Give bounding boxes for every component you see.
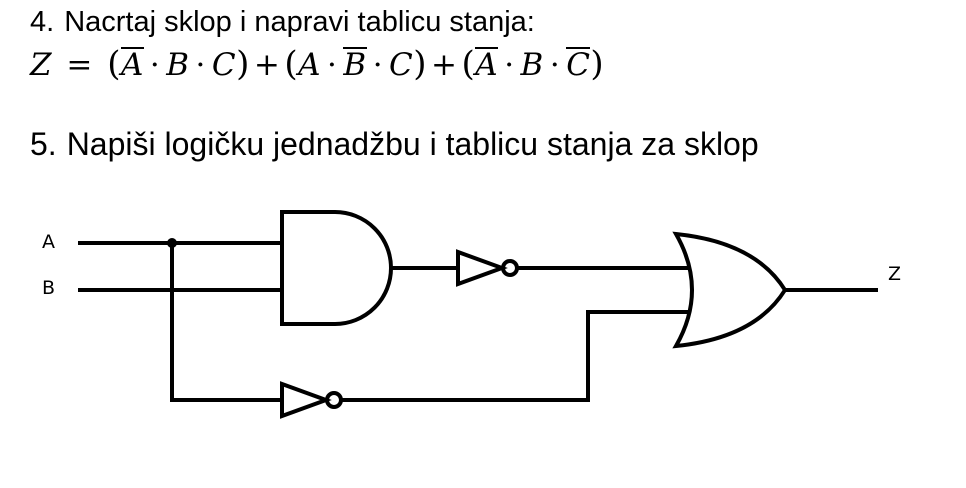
input-label-a: A: [42, 231, 55, 253]
variable: B: [166, 47, 190, 83]
equation-terms: (A·B·C)+(A·B·C)+(A·B·C): [107, 44, 605, 84]
task-4-number: 4.: [30, 6, 55, 38]
task-4-text: Nacrtaj sklop i napravi tablicu stanja:: [64, 6, 535, 38]
paren-close: ): [413, 44, 428, 84]
and-operator: ·: [549, 47, 561, 83]
and-operator: ·: [372, 47, 384, 83]
variable: C: [389, 47, 414, 83]
equation-lhs: Z: [30, 47, 53, 83]
task-5-number: 5.: [30, 126, 57, 162]
task-4-heading: 4. Nacrtaj sklop i napravi tablicu stanja…: [30, 6, 535, 39]
boolean-equation: Z = (A·B·C)+(A·B·C)+(A·B·C): [30, 44, 604, 84]
negated-variable: A: [475, 47, 499, 83]
wire-a-branch: [170, 243, 282, 402]
wire-not-bottom-to-or: [341, 310, 688, 402]
variable: B: [520, 47, 544, 83]
and-operator: ·: [149, 47, 161, 83]
paren-open: (: [284, 44, 299, 84]
and-operator: ·: [504, 47, 515, 83]
task-5-text: Napiši logičku jednadžbu i tablicu stanj…: [66, 126, 759, 162]
paren-open: (: [107, 44, 122, 84]
output-label-z: Z: [888, 263, 901, 285]
variable: C: [211, 47, 237, 83]
and-operator: ·: [195, 47, 206, 83]
not-gate-bottom: [280, 381, 332, 419]
logic-circuit-diagram: A B Z: [42, 210, 901, 419]
not-gate-top: [456, 249, 508, 287]
paren-open: (: [461, 44, 476, 84]
variable: A: [298, 47, 322, 83]
or-operator: +: [431, 47, 458, 83]
task-5-heading: 5.Napiši logičku jednadžbu i tablicu sta…: [30, 126, 759, 163]
or-gate: [672, 231, 788, 349]
negated-variable: B: [343, 47, 367, 83]
paren-close: ): [590, 44, 605, 84]
and-gate: [280, 210, 393, 326]
negated-variable: A: [121, 47, 144, 83]
equation-equals: =: [66, 47, 93, 83]
junction-dot: [167, 238, 177, 248]
negated-variable: C: [566, 47, 591, 83]
or-operator: +: [253, 47, 281, 83]
and-operator: ·: [327, 47, 338, 83]
input-label-b: B: [42, 277, 55, 299]
paren-close: ): [236, 44, 250, 84]
